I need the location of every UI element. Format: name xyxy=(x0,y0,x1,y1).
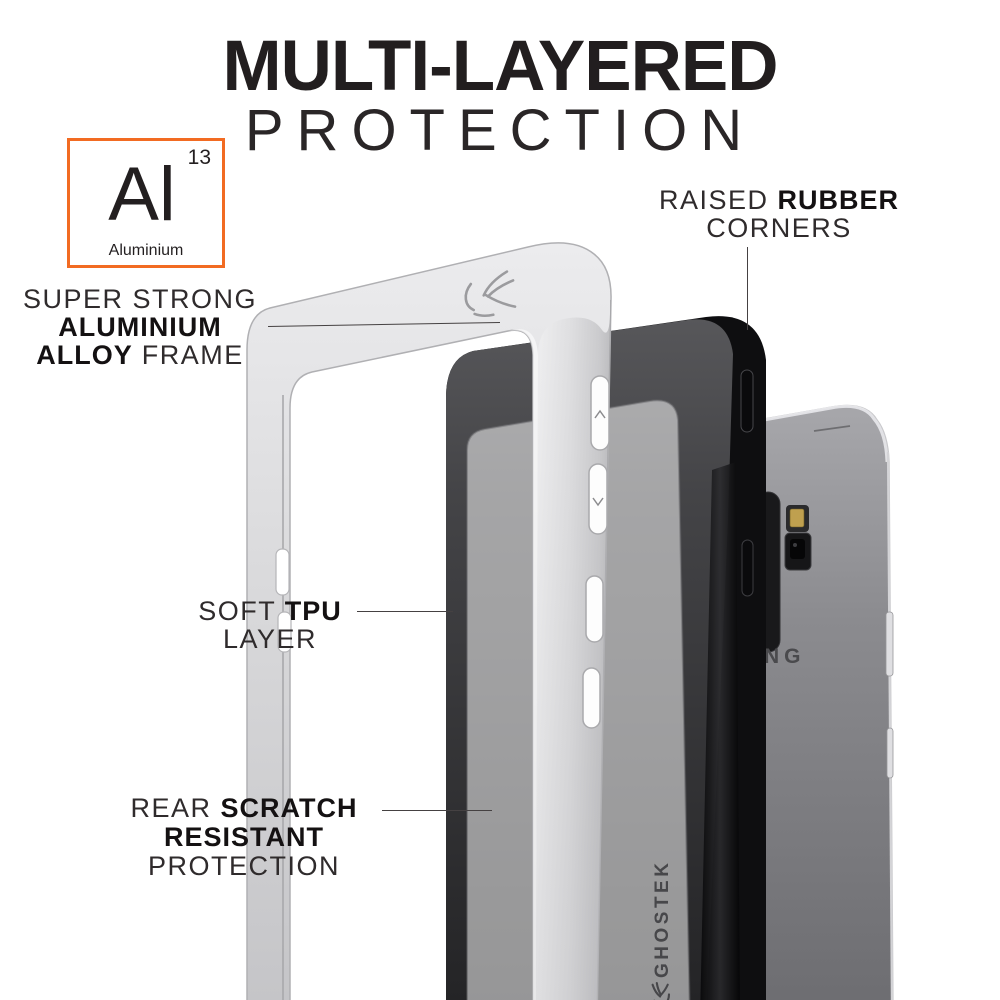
page-subtitle: PROTECTION xyxy=(244,98,756,163)
ghost-logo-icon-small xyxy=(651,982,671,1000)
frame-left-cutouts xyxy=(275,548,292,653)
tpu-gloss-strip xyxy=(700,462,740,1000)
volume-up-chevron-icon xyxy=(594,409,606,419)
callout-rear-protection: REAR SCRATCH RESISTANT PROTECTION xyxy=(104,794,384,881)
camera-lens-glint xyxy=(793,543,797,547)
callout-corners-line2: CORNERS xyxy=(706,213,852,243)
callout-corners-line1-bold: RUBBER xyxy=(777,185,900,215)
callout-tpu-layer: SOFT TPU LAYER xyxy=(165,597,375,653)
page-title: MULTI-LAYERED xyxy=(222,27,779,106)
flash-lens xyxy=(789,508,805,528)
callout-frame-line2: ALUMINIUM xyxy=(58,312,222,342)
frame-button-cutouts xyxy=(582,375,610,729)
brand-vertical-text: GHOSTEK xyxy=(652,860,673,978)
callout-frame-line1: SUPER STRONG xyxy=(22,284,258,314)
element-symbol: Al xyxy=(108,152,176,237)
phone-side-button-2 xyxy=(886,727,894,779)
callout-frame-line3-bold: ALLOY xyxy=(36,340,133,370)
callout-rear-line3: PROTECTION xyxy=(147,851,340,881)
aluminium-element-box: 13 Al Aluminium xyxy=(67,138,225,268)
callout-rear-line1-bold: SCRATCH xyxy=(220,793,358,823)
phone-back-text: NG xyxy=(764,645,806,668)
callout-tpu-line2: LAYER xyxy=(222,624,318,654)
atomic-number: 13 xyxy=(187,146,211,169)
callout-frame-line3-rest: FRAME xyxy=(132,340,244,370)
callout-rear-line1-rest: REAR xyxy=(130,793,221,823)
callout-corners-line1-rest: RAISED xyxy=(658,185,778,215)
case-side-button xyxy=(740,369,754,433)
camera-lens xyxy=(790,539,805,559)
callout-tpu-line1-rest: SOFT xyxy=(198,596,285,626)
callout-rubber-corners: RAISED RUBBER CORNERS xyxy=(638,186,920,242)
element-name: Aluminium xyxy=(108,242,184,259)
leader-line-rear xyxy=(382,810,492,811)
ghost-logo-icon-frame xyxy=(464,270,517,318)
callout-rear-line2-bold: RESISTANT xyxy=(163,822,324,852)
case-side-button-2 xyxy=(741,539,754,597)
leader-line-corners xyxy=(747,247,748,330)
leader-line-tpu xyxy=(357,611,453,612)
frame-right-bar-shading xyxy=(508,329,538,1000)
callout-tpu-line1-bold: TPU xyxy=(284,596,342,626)
aluminum-frame-group xyxy=(246,242,612,1000)
phone-antenna-line xyxy=(813,425,851,432)
callout-aluminium-frame: SUPER STRONG ALUMINIUM ALLOY FRAME xyxy=(14,285,266,369)
phone-side-button xyxy=(885,611,894,677)
volume-down-chevron-icon xyxy=(592,497,604,507)
